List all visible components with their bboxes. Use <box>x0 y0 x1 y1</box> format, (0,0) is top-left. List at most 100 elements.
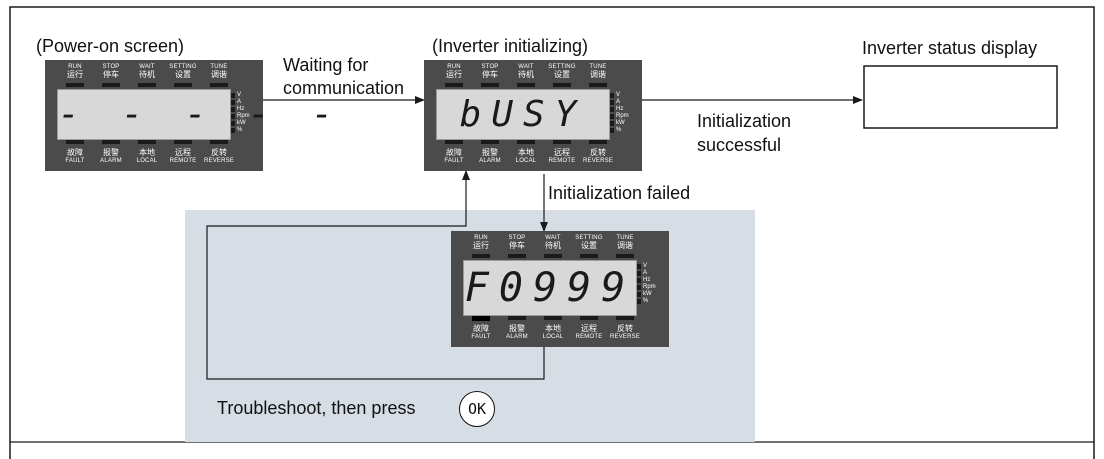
top-indicator-cn: 调谐 <box>211 70 227 79</box>
top-indicator-en: WAIT <box>518 64 534 70</box>
top-indicator-en: SETTING <box>575 235 603 241</box>
bottom-indicator-led <box>138 140 156 144</box>
bottom-indicator-en: REVERSE <box>609 334 641 340</box>
bottom-indicator-en: REMOTE <box>169 158 197 164</box>
bottom-indicator-led <box>589 140 607 144</box>
bottom-indicator-en: FAULT <box>65 158 85 164</box>
bottom-indicator-led <box>174 140 192 144</box>
bottom-indicator-led <box>616 316 634 320</box>
top-indicator-led <box>616 254 634 258</box>
bottom-indicator-cn: 故障 <box>473 324 489 333</box>
top-indicator-cn: 待机 <box>545 241 561 250</box>
top-indicator-cn: 运行 <box>67 70 83 79</box>
top-indicator-en: RUN <box>447 64 461 70</box>
unit-label: Rpm <box>643 284 656 290</box>
lcd-digits: - - - - - <box>58 94 344 135</box>
bottom-indicator-en: REVERSE <box>582 158 614 164</box>
bottom-indicator-led <box>210 140 228 144</box>
top-indicator-en: STOP <box>508 235 526 241</box>
top-indicator-led <box>553 83 571 87</box>
unit-label: A <box>616 99 621 105</box>
top-indicator-led <box>517 83 535 87</box>
lcd-screen: bUSY <box>436 89 610 140</box>
top-indicator-en: RUN <box>68 64 82 70</box>
unit-led <box>610 128 614 133</box>
bottom-indicator-cn: 本地 <box>545 324 561 333</box>
top-indicator-led <box>138 83 156 87</box>
unit-label: A <box>643 270 648 276</box>
bottom-indicator-led <box>580 316 598 320</box>
bottom-indicator-cn: 本地 <box>139 148 155 157</box>
unit-label: kW <box>643 291 652 297</box>
label-initialization-successful-line2: successful <box>697 135 782 155</box>
bottom-indicator-en: FAULT <box>444 158 464 164</box>
unit-led <box>637 264 641 269</box>
top-indicator-en: TUNE <box>210 64 228 70</box>
unit-label: Hz <box>616 106 624 112</box>
unit-led <box>637 292 641 297</box>
unit-label: Hz <box>237 106 245 112</box>
bottom-indicator-cn: 本地 <box>518 148 534 157</box>
unit-led <box>231 121 235 126</box>
bottom-indicator-led <box>66 140 84 144</box>
top-indicator-led <box>508 254 526 258</box>
bottom-indicator-cn: 反转 <box>211 148 227 157</box>
label-initialization-successful-line1: Initialization <box>697 111 792 131</box>
unit-label: % <box>643 298 649 304</box>
unit-label: Rpm <box>616 113 629 119</box>
bottom-indicator-en: LOCAL <box>515 158 537 164</box>
unit-led <box>637 278 641 283</box>
label-inverter-initializing: (Inverter initializing) <box>432 36 589 56</box>
top-indicator-cn: 设置 <box>175 70 191 79</box>
bottom-indicator-cn: 报警 <box>103 148 119 157</box>
unit-led <box>610 107 614 112</box>
bottom-indicator-en: REMOTE <box>548 158 576 164</box>
bottom-indicator-cn: 报警 <box>482 148 498 157</box>
bottom-indicator-cn: 反转 <box>590 148 606 157</box>
label-troubleshoot: Troubleshoot, then press <box>217 398 416 418</box>
unit-led <box>231 100 235 105</box>
bottom-indicator-led <box>508 316 526 320</box>
top-indicator-en: RUN <box>474 235 488 241</box>
top-indicator-led <box>102 83 120 87</box>
unit-led <box>637 271 641 276</box>
unit-label: Hz <box>643 277 651 283</box>
bottom-indicator-led-lit <box>472 316 490 321</box>
label-power-on-screen: (Power-on screen) <box>36 36 185 56</box>
top-indicator-led <box>589 83 607 87</box>
label-waiting-line2: communication <box>283 78 405 98</box>
bottom-indicator-en: REVERSE <box>203 158 235 164</box>
lcd-screen: F0999 <box>463 260 637 316</box>
bottom-indicator-cn: 远程 <box>554 148 570 157</box>
top-indicator-led <box>580 254 598 258</box>
unit-label: kW <box>616 120 625 126</box>
lcd-digits: bUSY <box>459 94 587 135</box>
unit-label: % <box>616 127 622 133</box>
label-initialization-failed: Initialization failed <box>548 183 691 203</box>
unit-led <box>231 128 235 133</box>
ok-button[interactable]: OK <box>459 391 495 427</box>
top-indicator-cn: 待机 <box>139 70 155 79</box>
label-waiting-line1: Waiting for <box>283 55 369 75</box>
bottom-indicator-cn: 反转 <box>617 324 633 333</box>
top-indicator-led <box>174 83 192 87</box>
bottom-indicator-led <box>102 140 120 144</box>
